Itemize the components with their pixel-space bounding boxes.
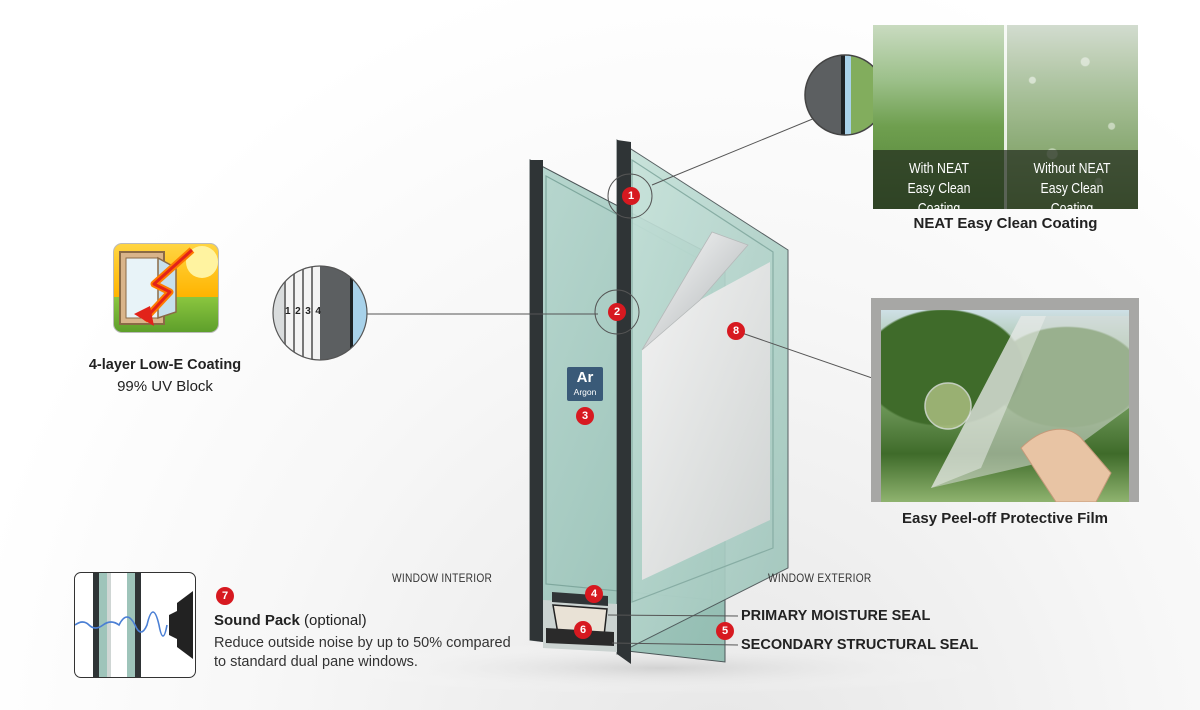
marker-4: 4 [585, 585, 603, 603]
sound-pack-name: Sound Pack [214, 612, 300, 629]
layer-number: 4 [315, 306, 321, 317]
sound-pack-optional: (optional) [304, 612, 367, 629]
marker-5: 5 [716, 622, 734, 640]
sound-pack-title: Sound Pack (optional) [214, 612, 367, 629]
sound-pack-icon [74, 572, 196, 678]
lowe-window-sun-icon [113, 243, 219, 333]
layer-number: 2 [295, 306, 301, 317]
layer-number: 1 [285, 306, 291, 317]
neat-caption: NEAT Easy Clean Coating [913, 215, 1098, 232]
sound-pack-description: Reduce outside noise by up to 50% compar… [214, 635, 511, 670]
window-exterior-label: WINDOW EXTERIOR [768, 571, 872, 585]
lowe-layer-numbers: 1 2 3 4 [285, 306, 321, 317]
film-caption: Easy Peel-off Protective Film [902, 510, 1108, 527]
neat-with-label: With NEAT Easy Clean Coating [907, 160, 971, 209]
film-photo [871, 298, 1139, 502]
marker-2: 2 [608, 303, 626, 321]
lowe-subtitle: 99% UV Block [117, 378, 213, 395]
argon-symbol: Ar [576, 369, 594, 386]
zoom-ring-2 [594, 289, 640, 335]
lowe-title: 4-layer Low-E Coating [88, 357, 242, 373]
layer-number: 3 [305, 306, 311, 317]
marker-7: 7 [216, 587, 234, 605]
neat-caption-bar [873, 150, 1138, 209]
window-interior-label: WINDOW INTERIOR [392, 571, 493, 585]
argon-name: Argon [573, 387, 597, 397]
exterior-pane-edge [617, 140, 631, 664]
film-zoom-circle [924, 382, 972, 430]
argon-badge: Ar Argon [567, 367, 603, 401]
secondary-seal-label: SECONDARY STRUCTURAL SEAL [741, 637, 979, 653]
primary-seal-label: PRIMARY MOISTURE SEAL [741, 608, 931, 624]
zoom-ring-1 [607, 173, 653, 219]
marker-3: 3 [576, 407, 594, 425]
marker-6: 6 [574, 621, 592, 639]
floor-shadow [330, 642, 990, 694]
marker-1: 1 [622, 187, 640, 205]
protective-film [641, 231, 770, 580]
neat-photo-divider [1004, 25, 1007, 209]
marker-8: 8 [727, 322, 745, 340]
neat-without-label: Without NEAT Easy Clean Coating [1033, 160, 1111, 209]
neat-photo: With NEAT Easy Clean Coating Without NEA… [873, 25, 1138, 209]
